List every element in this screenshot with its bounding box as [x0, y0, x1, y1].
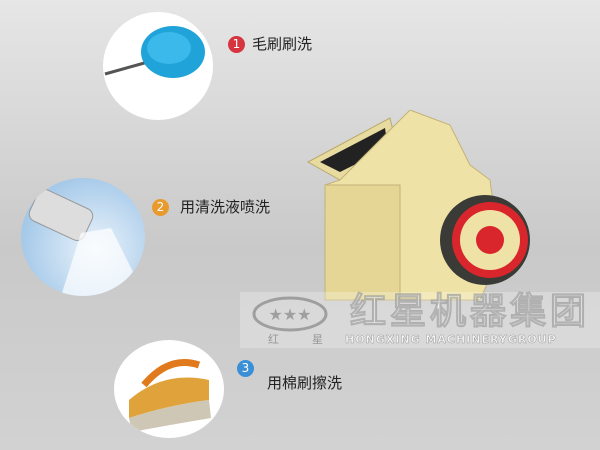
watermark-small-left: 红 [268, 333, 279, 346]
feather-duster-icon [104, 26, 205, 78]
watermark-en: HONGXING MACHINERYGROUP [345, 333, 557, 346]
water-spray-icon [28, 189, 145, 296]
step-1-badge: 1 [228, 36, 245, 53]
step-3-label: 用棉刷擦洗 [267, 374, 343, 392]
feather-duster-image [103, 12, 213, 120]
watermark-small-right: 星 [312, 333, 323, 346]
scrub-brush-icon [129, 359, 211, 432]
watermark: ★★★ 红 星 红星机器集团 HONGXING MACHINERYGROUP [240, 291, 600, 348]
logo-stars-icon: ★★★ [252, 296, 328, 332]
svg-text:★★★: ★★★ [268, 305, 311, 324]
water-spray-image [21, 178, 145, 296]
watermark-cn: 红星机器集团 [349, 291, 591, 332]
step-2-badge: 2 [152, 199, 169, 216]
step-1-label: 毛刷刷洗 [252, 35, 313, 53]
step-2-label: 用清洗液喷洗 [180, 198, 271, 216]
impact-crusher-image [306, 110, 530, 301]
step-3-badge: 3 [237, 360, 254, 377]
scrub-brush-image [114, 340, 224, 438]
flywheel [440, 195, 530, 285]
